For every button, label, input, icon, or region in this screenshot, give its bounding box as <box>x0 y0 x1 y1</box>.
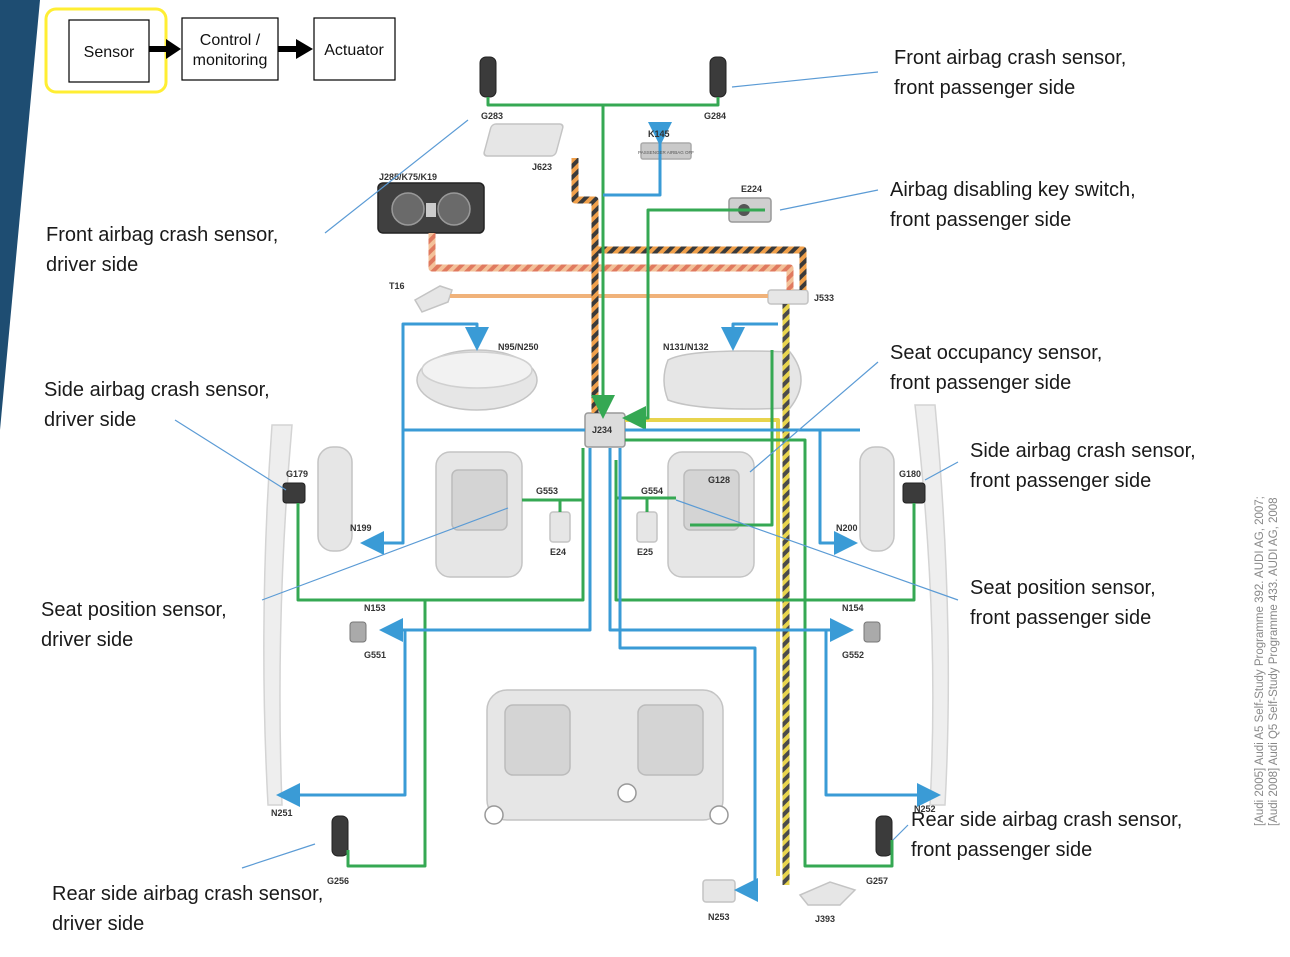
code-e24: E24 <box>550 547 566 557</box>
sensor-text: Sensor <box>84 44 135 61</box>
label-seat-pos-driver-1: Seat position sensor, <box>41 599 227 621</box>
sensor-g283 <box>479 56 497 98</box>
tensioner-n153 <box>349 621 367 643</box>
engine-ecu <box>483 123 564 157</box>
code-e25: E25 <box>637 547 653 557</box>
control-box <box>181 17 279 81</box>
code-t16: T16 <box>389 281 405 291</box>
label-key-switch-1: Airbag disabling key switch, <box>890 179 1136 201</box>
comfort-ecu <box>798 881 857 906</box>
label-side-crash-passenger-2: front passenger side <box>970 470 1151 492</box>
label-seat-pos-passenger-2: front passenger side <box>970 607 1151 629</box>
gateway <box>767 289 809 305</box>
leader-lines <box>174 71 959 869</box>
label-side-crash-driver-1: Side airbag crash sensor, <box>44 379 270 401</box>
code-g554: G554 <box>641 486 663 496</box>
battery-disconnect <box>702 879 736 903</box>
sensor-box <box>68 19 150 83</box>
code-g128: G128 <box>708 475 730 485</box>
control-text-1: Control / <box>200 32 261 49</box>
label-seat-occupancy-1: Seat occupancy sensor, <box>890 342 1102 364</box>
code-n200: N200 <box>836 523 858 533</box>
sensor-g256 <box>331 815 349 857</box>
wires <box>276 97 941 902</box>
code-g283: G283 <box>481 111 503 121</box>
code-n153: N153 <box>364 603 386 613</box>
code-g180: G180 <box>899 469 921 479</box>
code-n154: N154 <box>842 603 864 613</box>
accent-bar <box>0 0 40 430</box>
label-front-crash-driver-1: Front airbag crash sensor, <box>46 224 278 246</box>
code-j234: J234 <box>592 425 612 435</box>
label-key-switch-2: front passenger side <box>890 209 1071 231</box>
code-g256: G256 <box>327 876 349 886</box>
code-n199: N199 <box>350 523 372 533</box>
k145-panel-text: PASSENGER AIRBAG OFF <box>638 150 694 155</box>
code-k145: K145 <box>648 129 670 139</box>
control-text-2: monitoring <box>193 52 268 69</box>
belt-switch-driver <box>549 511 571 543</box>
code-j623: J623 <box>532 162 552 172</box>
label-side-crash-passenger-1: Side airbag crash sensor, <box>970 440 1196 462</box>
code-g551: G551 <box>364 650 386 660</box>
sensors <box>282 56 926 857</box>
source-line-2: [Audi 2008] Audi Q5 Self-Study Programme… <box>1268 497 1280 826</box>
code-n131: N131/N132 <box>663 342 709 352</box>
source-citation: [Audi 2005] Audi A5 Self-Study Programme… <box>1254 496 1280 826</box>
flow-legend: Sensor Control / monitoring Actuator <box>44 7 396 94</box>
label-seat-pos-passenger-1: Seat position sensor, <box>970 577 1156 599</box>
label-rear-crash-passenger-2: front passenger side <box>911 839 1092 861</box>
side-airbag-driver <box>317 446 353 552</box>
code-g552: G552 <box>842 650 864 660</box>
actuator-text: Actuator <box>324 42 384 59</box>
label-seat-occupancy-2: front passenger side <box>890 372 1071 394</box>
label-front-crash-passenger-2: front passenger side <box>894 77 1075 99</box>
actuator-box <box>313 17 396 81</box>
sensor-g257 <box>875 815 893 857</box>
label-side-crash-driver-2: driver side <box>44 409 136 431</box>
components <box>317 123 895 906</box>
passenger-airbag <box>663 350 802 410</box>
sensor-g179 <box>282 482 306 504</box>
label-rear-crash-passenger-1: Rear side airbag crash sensor, <box>911 809 1182 831</box>
callout-labels: Front airbag crash sensor, front passeng… <box>41 47 1196 935</box>
code-n252: N252 <box>914 804 936 814</box>
label-seat-pos-driver-2: driver side <box>41 629 133 651</box>
label-front-crash-driver-2: driver side <box>46 254 138 276</box>
label-rear-crash-driver-2: driver side <box>52 913 144 935</box>
code-n95: N95/N250 <box>498 342 539 352</box>
sensor-g180 <box>902 482 926 504</box>
code-g257: G257 <box>866 876 888 886</box>
side-airbag-passenger <box>859 446 895 552</box>
code-g553: G553 <box>536 486 558 496</box>
code-g284: G284 <box>704 111 726 121</box>
label-front-crash-passenger-1: Front airbag crash sensor, <box>894 47 1126 69</box>
code-n251: N251 <box>271 808 293 818</box>
component-codes: G283 G284 J623 K145 PASSENGER AIRBAG OFF… <box>271 111 936 924</box>
code-j533: J533 <box>814 293 834 303</box>
label-rear-crash-driver-1: Rear side airbag crash sensor, <box>52 883 323 905</box>
code-j393: J393 <box>815 914 835 924</box>
code-g179: G179 <box>286 469 308 479</box>
source-line-1: [Audi 2005] Audi A5 Self-Study Programme… <box>1254 496 1266 826</box>
code-e224: E224 <box>741 184 762 194</box>
belt-switch-passenger <box>636 511 658 543</box>
sensor-g284 <box>709 56 727 98</box>
code-j285: J285/K75/K19 <box>379 172 437 182</box>
tensioner-n154 <box>863 621 881 643</box>
code-n253: N253 <box>708 912 730 922</box>
